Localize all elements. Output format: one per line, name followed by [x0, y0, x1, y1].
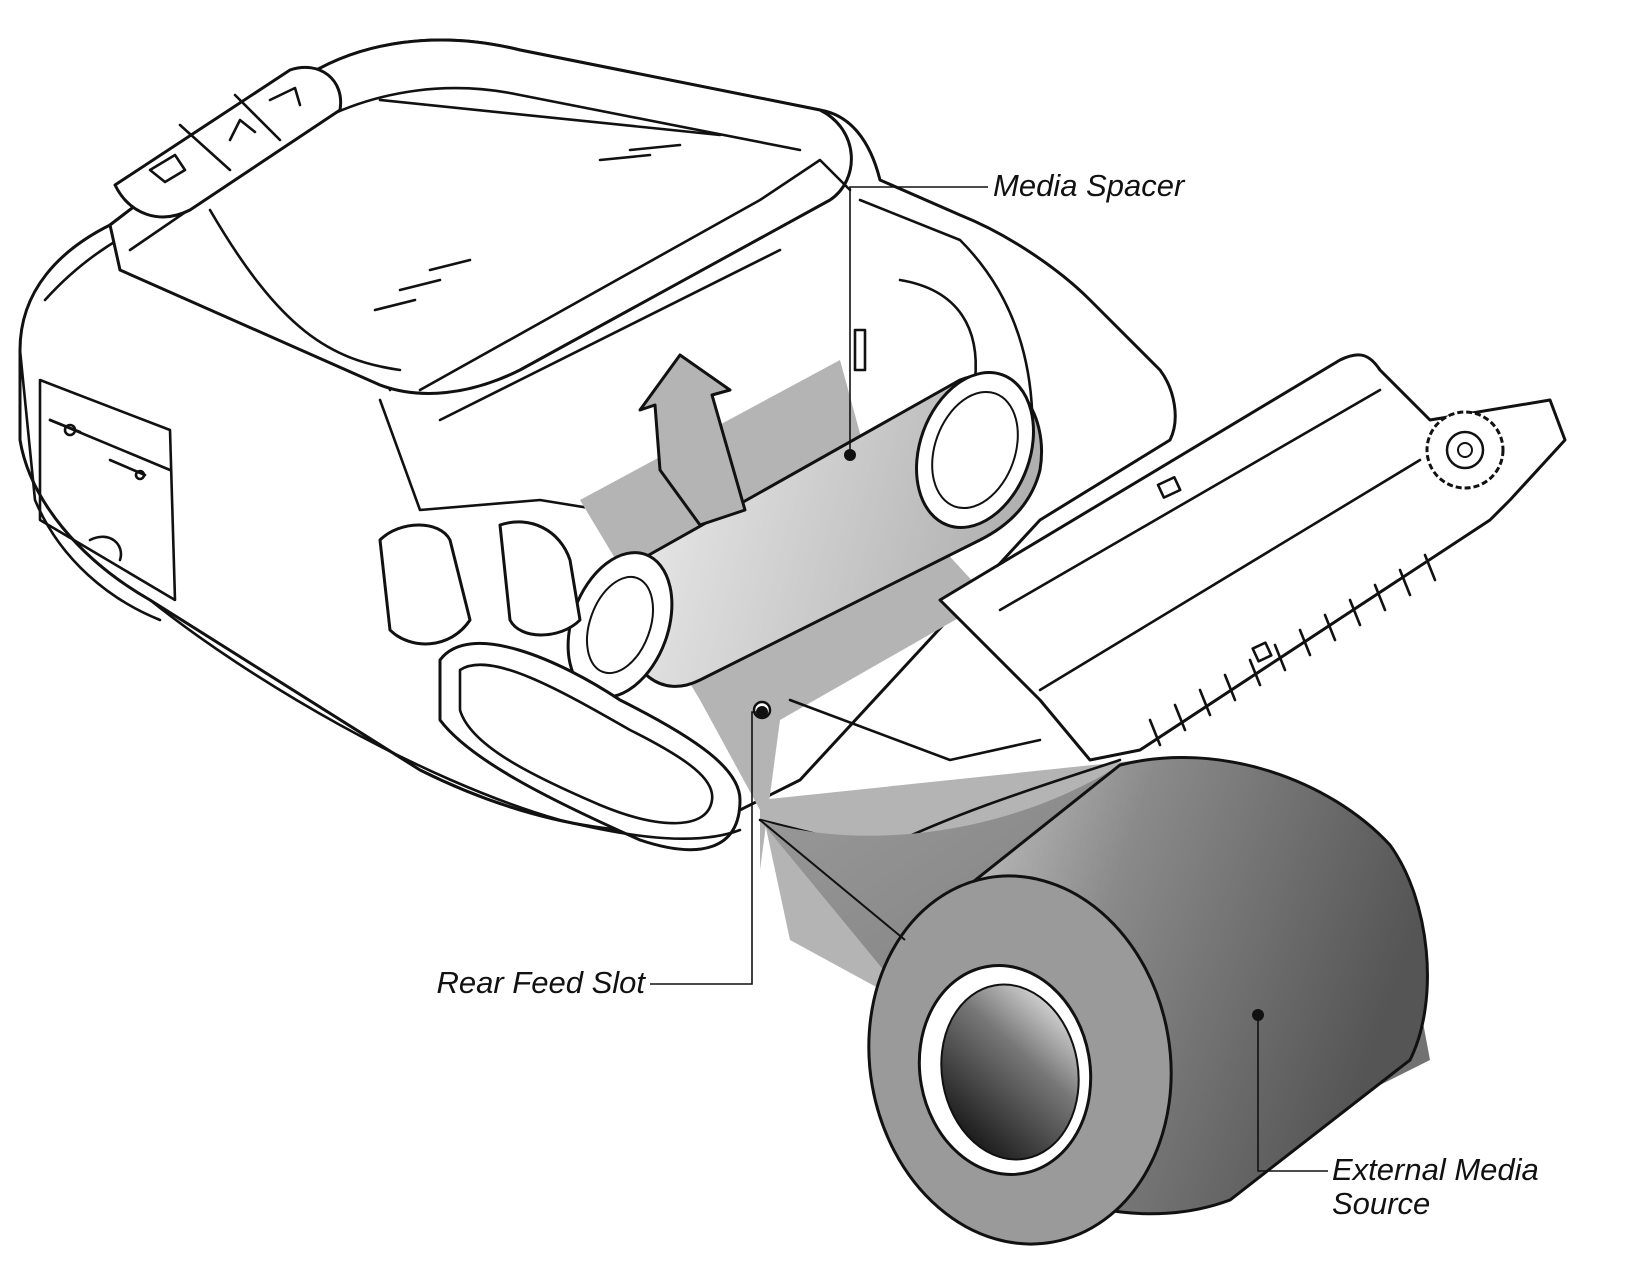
callout-rear-feed-slot: Rear Feed Slot	[437, 706, 768, 1000]
callout-media-spacer: Media Spacer	[844, 168, 1186, 461]
left-grip	[378, 520, 742, 852]
leader-line	[849, 186, 988, 455]
media-spacer-label: Media Spacer	[993, 168, 1186, 203]
side-ports	[38, 378, 177, 602]
usb-icon	[108, 458, 147, 481]
external-media-roll	[759, 756, 1430, 1246]
gear-icon	[1425, 410, 1505, 490]
leader-line	[650, 711, 762, 985]
external-media-label-line2: Source	[1332, 1186, 1430, 1221]
power-icon	[48, 418, 82, 437]
rear-feed-slot-label: Rear Feed Slot	[437, 965, 647, 1000]
keypad	[113, 65, 343, 219]
back-arrow-icon	[148, 153, 187, 184]
forward-arrow-icon	[268, 86, 302, 107]
up-arrow-icon	[228, 118, 257, 142]
feed-direction-arrow	[638, 353, 747, 527]
external-media-label-line1: External Media	[1332, 1152, 1539, 1187]
platen-ribs	[1148, 553, 1437, 747]
platen-arm	[938, 353, 1567, 762]
callout-external-media-source: External Media Source	[1252, 1009, 1539, 1221]
leader-line	[1257, 1015, 1328, 1172]
media-spacer-roll	[566, 371, 1043, 699]
